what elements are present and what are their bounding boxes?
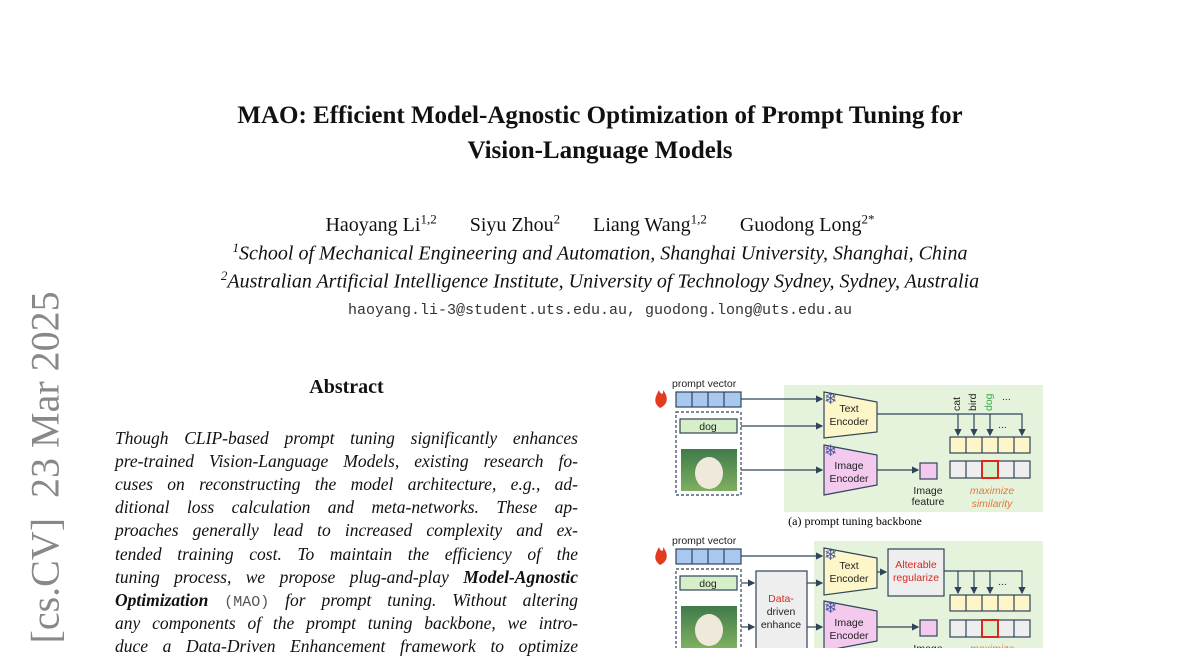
ellipsis: ...	[998, 576, 1007, 588]
author-name: Liang Wang	[593, 213, 691, 236]
text-encoder-label: Encoder	[829, 416, 869, 428]
image-feature-label: Image	[913, 643, 942, 648]
abstract-line: tended training cost. To maintain the ef…	[115, 544, 578, 564]
input-box-b	[675, 568, 742, 648]
title-line-2: Vision-Language Models	[467, 137, 733, 164]
author-name: Haoyang Li	[325, 213, 421, 236]
maximize-label: maximize	[970, 485, 1014, 497]
snowflake-icon: ❄	[824, 600, 837, 617]
image-encoder-b	[823, 600, 878, 648]
text-encoder-label: Text	[839, 560, 858, 572]
author-list: Haoyang Li1,2 Siyu Zhou2 Liang Wang1,2 G…	[0, 211, 1200, 237]
acronym: (MAO)	[224, 594, 270, 611]
line-text: for prompt tuning. Without altering	[285, 590, 579, 610]
prompt-vector-label: prompt vector	[672, 378, 737, 390]
figure-1: ❄ ❄ ❄ ❄ prompt vector dog Text Encoder I…	[655, 378, 1043, 648]
prompt-vector-b	[675, 548, 742, 565]
aff-sup: 2	[220, 268, 228, 283]
author-name: Guodong Long	[739, 213, 862, 236]
image-feature-label: Image	[913, 485, 942, 497]
image-feature-box	[919, 462, 938, 480]
prompt-vector-a	[675, 391, 742, 408]
emails: haoyang.li-3@student.uts.edu.au, guodong…	[347, 302, 853, 319]
class-label: ...	[1002, 391, 1011, 403]
arxiv-stamp: [cs.CV] 23 Mar 2025	[22, 291, 68, 644]
abstract-line: tuning process, we propose plug-and-play…	[115, 566, 578, 588]
dog-label: dog	[699, 421, 717, 433]
text-encoder-label: Text	[839, 403, 858, 415]
text-feature-row-b	[949, 594, 1031, 612]
line-text: tuning process, we propose plug-and-play	[115, 567, 449, 587]
image-encoder-label: Encoder	[829, 630, 869, 642]
image-encoder-a	[823, 444, 878, 496]
data-driven-label: enhance	[761, 619, 801, 631]
abstract-line: pre-trained Vision-Language Models, exis…	[115, 451, 578, 471]
similarity-row-a	[949, 460, 1031, 479]
author-name: Siyu Zhou	[469, 213, 554, 236]
author-sup: 2*	[861, 211, 875, 226]
dog-label-box	[679, 418, 738, 434]
author-sup: 2	[553, 211, 561, 226]
ellipsis: ...	[998, 419, 1007, 431]
image-encoder-label: Image	[834, 617, 863, 629]
affiliation-1: 1School of Mechanical Engineering and Au…	[0, 240, 1200, 266]
affiliation-2: 2Australian Artificial Intelligence Inst…	[0, 268, 1200, 294]
aff-text: Australian Artificial Intelligence Insti…	[227, 270, 980, 293]
text-feature-row-a	[949, 436, 1031, 454]
snowflake-icon: ❄	[824, 443, 837, 460]
author: Siyu Zhou2	[469, 211, 561, 236]
abstract-line: proaches generally lead to increased com…	[115, 520, 578, 540]
alterable-label: Alterable	[895, 559, 937, 571]
abstract-line: Optimization (MAO) for prompt tuning. Wi…	[115, 589, 578, 614]
abstract-line: duce a Data-Driven Enhancement framework…	[115, 636, 578, 656]
title-line-1: MAO: Efficient Model-Agnostic Optimizati…	[237, 102, 963, 129]
author: Guodong Long2*	[739, 211, 875, 236]
snowflake-icon: ❄	[824, 547, 837, 564]
dog-label: dog	[699, 578, 717, 590]
author: Haoyang Li1,2	[325, 211, 437, 236]
flame-icon	[655, 547, 667, 565]
abstract-line: any components of the prompt tuning back…	[115, 613, 578, 633]
abstract-heading: Abstract	[309, 376, 384, 398]
similarity-row-b	[949, 619, 1031, 638]
similarity-label: similarity	[972, 498, 1014, 510]
data-driven-enhance-box	[755, 570, 808, 648]
dog-label-box	[679, 575, 738, 591]
alterable-label: regularize	[893, 572, 939, 584]
abstract-line: cuses on reconstructing the model archit…	[115, 474, 578, 494]
bold-term: Model-Agnostic	[463, 567, 578, 587]
author: Liang Wang1,2	[593, 211, 707, 236]
author-sup: 1,2	[690, 211, 707, 226]
abstract-line: Though CLIP-based prompt tuning signific…	[115, 428, 578, 448]
class-label: dog	[983, 393, 995, 411]
bold-term: Optimization	[115, 590, 209, 610]
snowflake-icons: ❄ ❄ ❄ ❄	[824, 391, 837, 617]
data-driven-label: driven	[767, 606, 796, 618]
text-encoder-b	[823, 547, 878, 596]
flame-icon	[655, 390, 667, 408]
author-sup: 1,2	[420, 211, 437, 226]
aff-sup: 1	[232, 240, 240, 255]
image-encoder-label: Image	[834, 460, 863, 472]
abstract-line: ditional loss calculation and meta-netwo…	[115, 497, 578, 517]
class-label: bird	[967, 393, 979, 411]
data-driven-label: Data-	[768, 593, 794, 605]
text-encoder-label: Encoder	[829, 573, 869, 585]
snowflake-icon: ❄	[824, 391, 837, 408]
class-label: cat	[951, 397, 963, 411]
input-box-a	[675, 411, 742, 496]
text-encoder-a	[823, 391, 878, 439]
paper-title: MAO: Efficient Model-Agnostic Optimizati…	[0, 98, 1200, 168]
aff-text: School of Mechanical Engineering and Aut…	[239, 242, 968, 265]
image-feature-box	[919, 619, 938, 637]
maximize-label: maximize	[970, 643, 1014, 648]
image-encoder-label: Encoder	[829, 473, 869, 485]
caption-a: (a) prompt tuning backbone	[788, 514, 922, 528]
image-feature-label: feature	[912, 496, 945, 508]
alterable-regularize-box	[887, 548, 945, 597]
prompt-vector-label: prompt vector	[672, 535, 737, 547]
